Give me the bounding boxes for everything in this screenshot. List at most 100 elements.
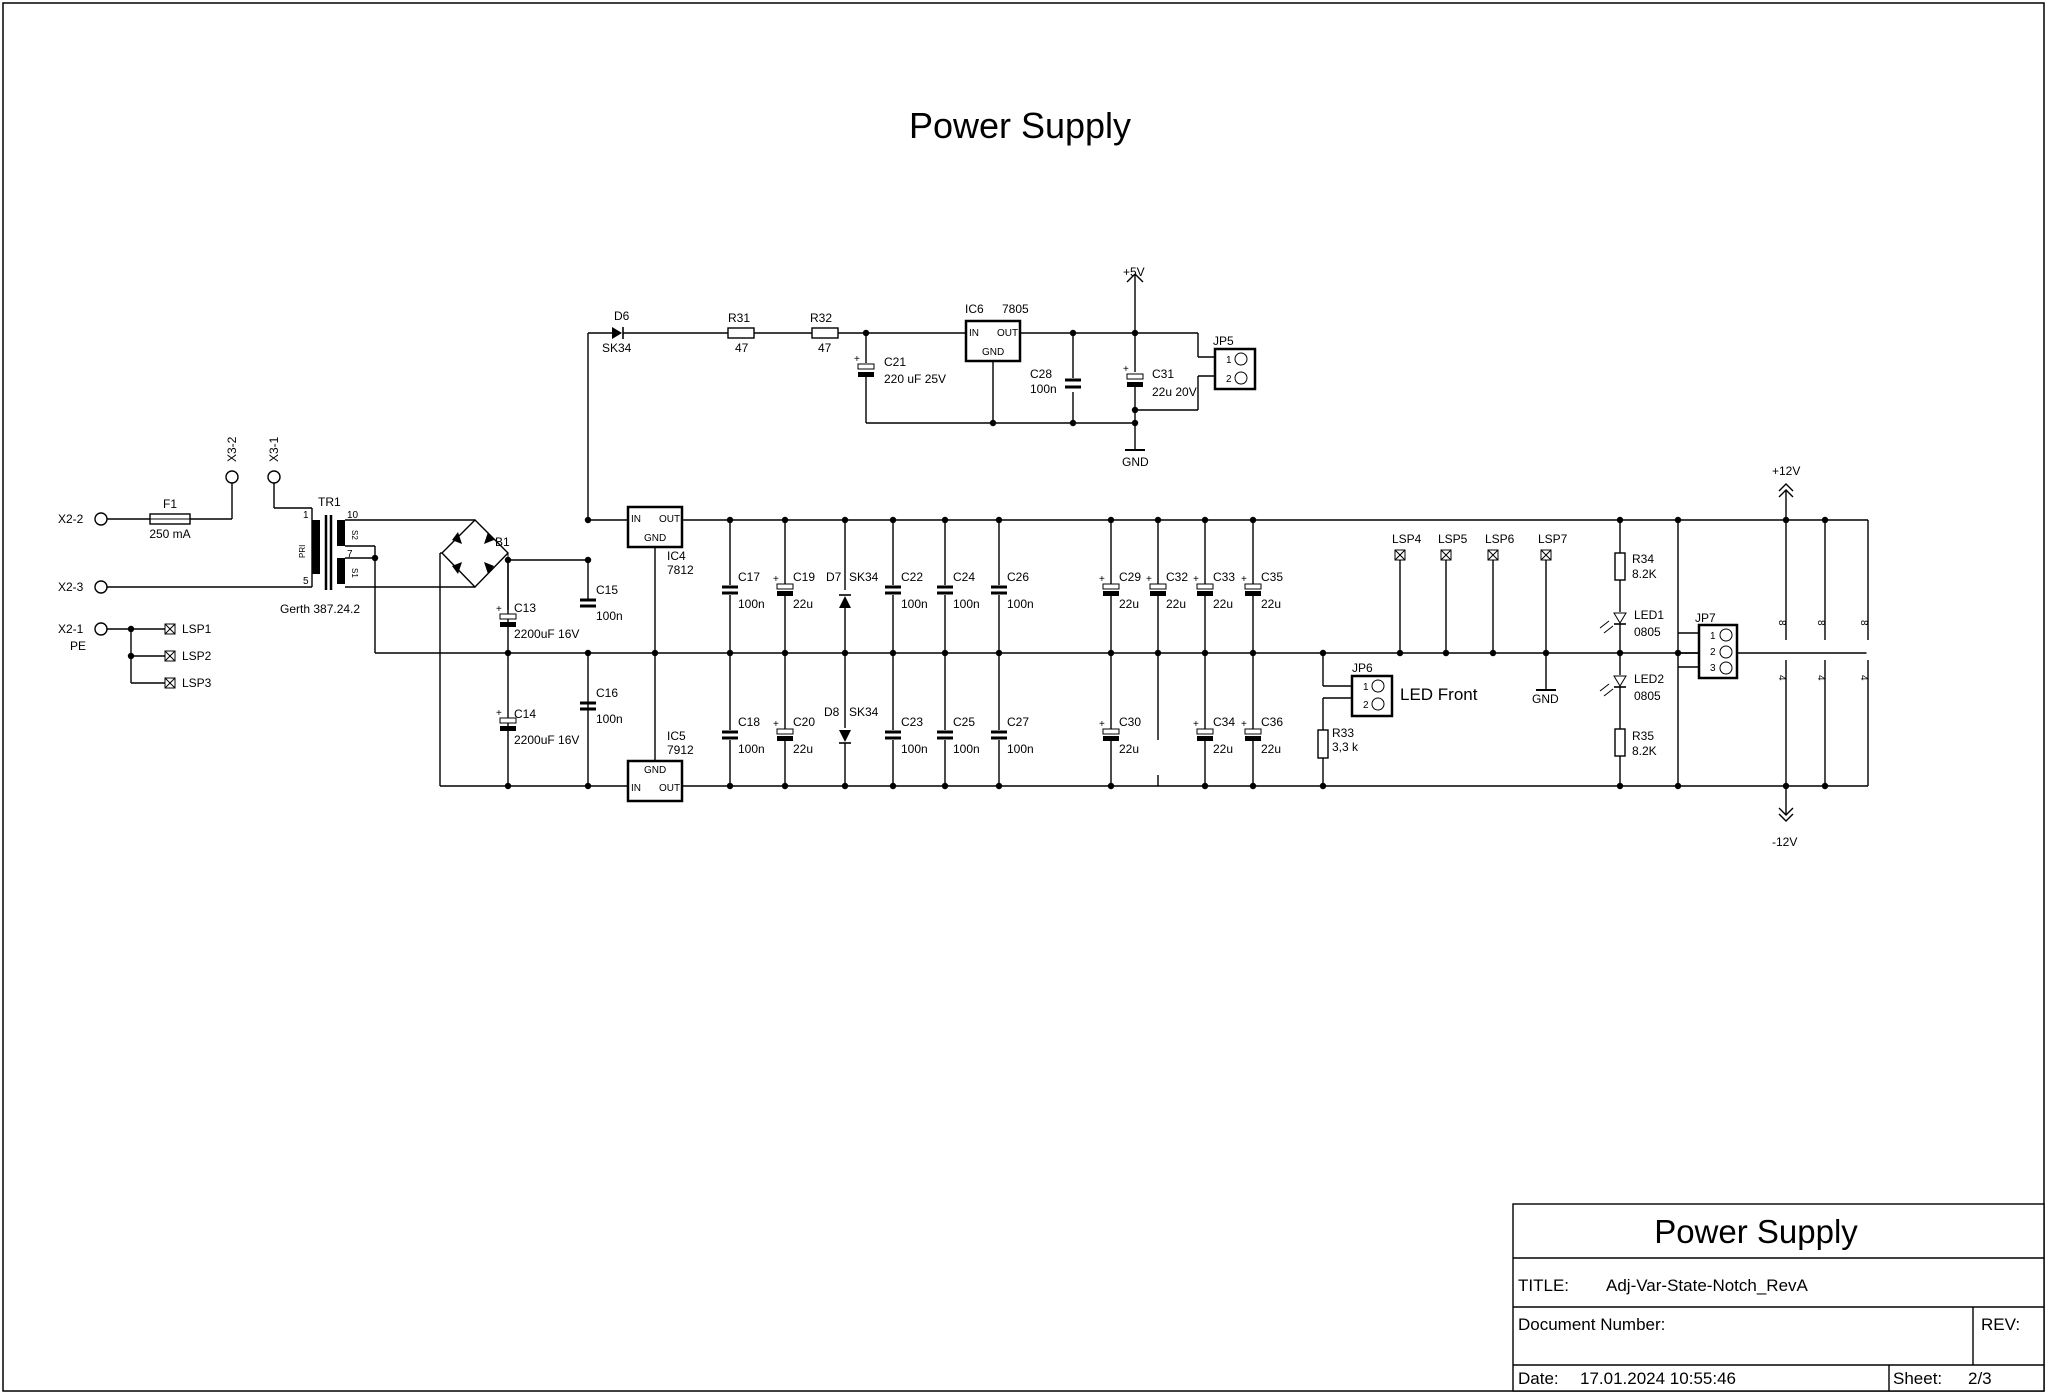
- junction-dot: [862, 329, 870, 337]
- ic6-pin-gnd: GND: [982, 347, 1004, 358]
- jp6-pin2: 2: [1363, 700, 1369, 711]
- ic6-value: 7805: [1002, 302, 1029, 316]
- svg-text:+: +: [854, 354, 860, 365]
- junction-dot: [1107, 782, 1115, 790]
- c30-value: 22u: [1119, 742, 1139, 756]
- svg-text:+: +: [496, 604, 502, 615]
- connector-x2-1[interactable]: [94, 622, 108, 636]
- junction-dot: [995, 649, 1003, 657]
- junction-dot: [1069, 419, 1077, 427]
- connector-jp5[interactable]: 1 2 JP5: [1213, 334, 1257, 391]
- ic6-pin-out: OUT: [997, 328, 1018, 339]
- c30-name: C30: [1119, 715, 1141, 729]
- c24-value: 100n: [953, 597, 980, 611]
- capacitor-c28: C28 100n: [1030, 367, 1081, 396]
- lsp5-label: LSP5: [1438, 532, 1468, 546]
- junction-dot: [1249, 782, 1257, 790]
- solder-points-left: LSP1 LSP2 LSP3: [164, 622, 212, 690]
- led2-name: LED2: [1634, 672, 1664, 686]
- junction-dot: [1249, 649, 1257, 657]
- c33-value: 22u: [1213, 597, 1233, 611]
- c31-value: 22u 20V: [1152, 385, 1197, 399]
- junction-dot: [1319, 649, 1327, 657]
- svg-text:+: +: [1099, 574, 1105, 585]
- junction-dot: [1107, 649, 1115, 657]
- connector-x3-2[interactable]: [225, 470, 239, 484]
- lsp6-marker: [1487, 549, 1499, 561]
- d8-name: D8: [824, 705, 840, 719]
- jp5-name: JP5: [1213, 334, 1234, 348]
- lsp2-label: LSP2: [182, 649, 212, 663]
- lsp1-marker: [164, 623, 176, 635]
- ic5-value: 7912: [667, 743, 694, 757]
- svg-text:+: +: [1146, 574, 1152, 585]
- d7-name: D7: [826, 570, 842, 584]
- c25-name: C25: [953, 715, 975, 729]
- bridge-rectifier-b1: B1: [441, 519, 510, 589]
- bus3-pin8: 8: [1858, 620, 1869, 626]
- c18-name: C18: [738, 715, 760, 729]
- c26-name: C26: [1007, 570, 1029, 584]
- d7-value: SK34: [849, 570, 879, 584]
- c23-name: C23: [901, 715, 923, 729]
- r32-name: R32: [810, 311, 832, 325]
- junction-dot: [1616, 516, 1624, 524]
- capacitor-c13: + C13 2200uF 16V: [496, 560, 579, 641]
- junction-dot: [841, 649, 849, 657]
- junction-dot: [504, 649, 512, 657]
- connector-x3-1[interactable]: [267, 470, 281, 484]
- svg-text:+: +: [1241, 574, 1247, 585]
- c20-value: 22u: [793, 742, 813, 756]
- sheet-title: Power Supply: [909, 105, 1131, 146]
- c33-name: C33: [1213, 570, 1235, 584]
- ic5-pin-in: IN: [631, 783, 641, 794]
- r31-name: R31: [728, 311, 750, 325]
- junction-dot: [1131, 419, 1139, 427]
- junction-dot: [1542, 649, 1550, 657]
- r34-name: R34: [1632, 552, 1654, 566]
- connector-x2-2[interactable]: [94, 512, 108, 526]
- r32-value: 47: [818, 341, 832, 355]
- junction-dot: [1674, 649, 1682, 657]
- lsp5-marker: [1440, 549, 1452, 561]
- junction-dot: [1674, 516, 1682, 524]
- junction-dot: [1249, 516, 1257, 524]
- connector-jp7[interactable]: 1 2 3 JP7: [1677, 520, 1739, 786]
- c17-name: C17: [738, 570, 760, 584]
- r31-value: 47: [735, 341, 749, 355]
- c22-value: 100n: [901, 597, 928, 611]
- junction-dot: [127, 652, 135, 660]
- ic5-pin-gnd: GND: [644, 765, 666, 776]
- connector-jp6[interactable]: 1 2 JP6 LED Front: [1322, 653, 1478, 730]
- c31-name: C31: [1152, 367, 1174, 381]
- junction-dots: [127, 329, 1829, 790]
- junction-dot: [941, 782, 949, 790]
- x2-2-label: X2-2: [58, 512, 84, 526]
- junction-dot: [584, 782, 592, 790]
- c34-name: C34: [1213, 715, 1235, 729]
- c16-value: 100n: [596, 712, 623, 726]
- junction-dot: [889, 649, 897, 657]
- tr1-pin7: 7: [347, 549, 353, 560]
- c32-name: C32: [1166, 570, 1188, 584]
- document-number-label: Document Number:: [1518, 1315, 1665, 1334]
- tr1-name: TR1: [318, 495, 341, 509]
- filter-capacitors: C17100n+C1922uC22100nC24100nC26100n+C292…: [722, 520, 1283, 786]
- c16-name: C16: [596, 686, 618, 700]
- lsp4-marker: [1394, 549, 1406, 561]
- resistor-r32: R32 47: [810, 311, 966, 355]
- regulator-ic6: IN OUT GND IC6 7805: [964, 302, 1029, 363]
- c13-name: C13: [514, 601, 536, 615]
- junction-dot: [995, 516, 1003, 524]
- c14-name: C14: [514, 707, 536, 721]
- connector-x2-3[interactable]: [94, 580, 108, 594]
- net-plus5v: +5V: [1123, 265, 1145, 290]
- junction-dot: [1782, 782, 1790, 790]
- x2-1-label: X2-1: [58, 622, 84, 636]
